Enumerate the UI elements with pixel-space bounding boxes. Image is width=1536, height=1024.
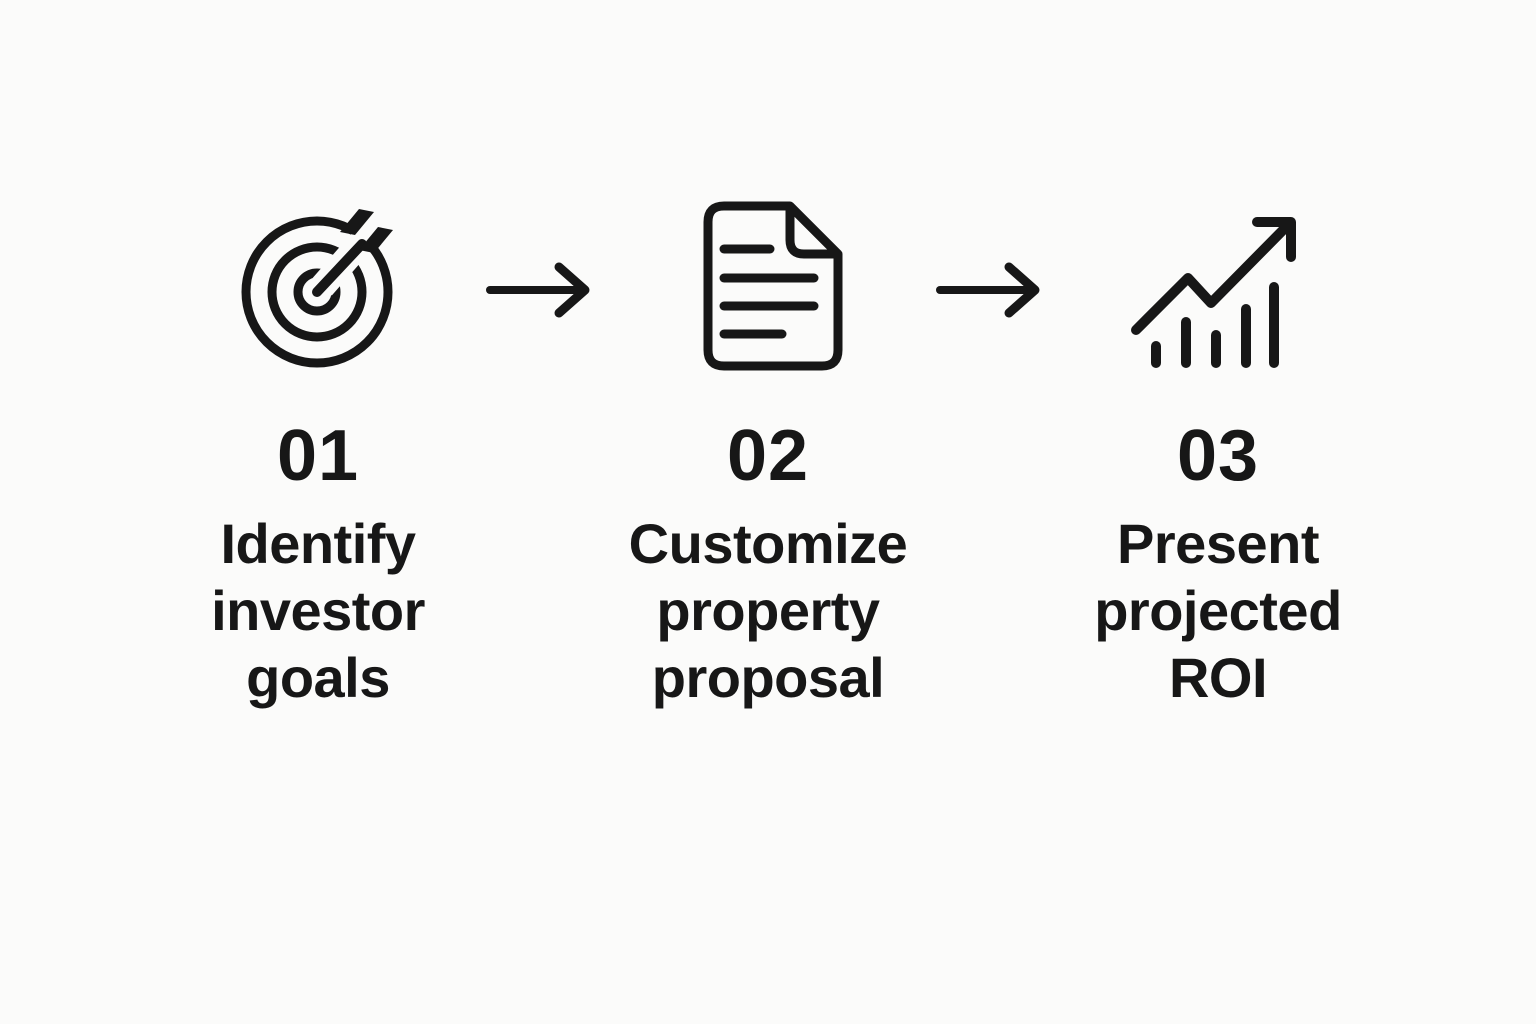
- step-label: Identify investor goals: [211, 512, 425, 709]
- target-arrow-icon: [238, 192, 398, 372]
- step-number: 03: [1176, 416, 1260, 496]
- step-customize-property-proposal: 02 Customize property proposal: [603, 192, 933, 711]
- document-icon: [692, 192, 844, 372]
- right-arrow-icon: [933, 258, 1053, 322]
- step-present-projected-roi: 03 Present projected ROI: [1053, 192, 1383, 711]
- chart-growth-icon: [1130, 192, 1306, 372]
- step-number: 02: [726, 416, 810, 496]
- step-identify-investor-goals: 01 Identify investor goals: [153, 192, 483, 711]
- step-label: Present projected ROI: [1094, 512, 1342, 709]
- step-label: Customize property proposal: [628, 512, 908, 709]
- step-number: 01: [276, 416, 360, 496]
- right-arrow-icon: [483, 258, 603, 322]
